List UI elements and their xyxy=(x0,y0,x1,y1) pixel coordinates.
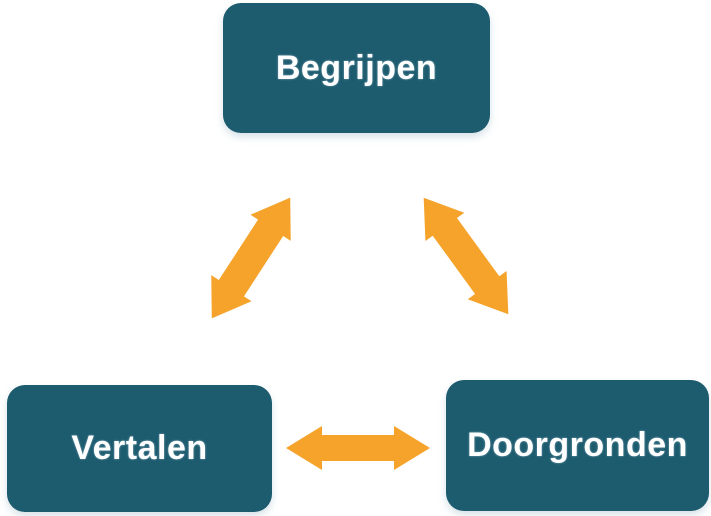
node-doorgronden-label: Doorgronden xyxy=(467,426,688,464)
double-arrow-begrijpen-doorgronden-icon xyxy=(423,197,509,315)
node-vertalen-label: Vertalen xyxy=(71,429,208,467)
node-doorgronden: Doorgronden xyxy=(446,380,709,511)
double-arrow-vertalen-doorgronden-icon xyxy=(286,426,430,470)
node-begrijpen-label: Begrijpen xyxy=(275,48,438,87)
double-arrow-begrijpen-vertalen-icon xyxy=(211,197,291,319)
node-vertalen: Vertalen xyxy=(7,385,272,512)
node-begrijpen: Begrijpen xyxy=(223,3,490,133)
